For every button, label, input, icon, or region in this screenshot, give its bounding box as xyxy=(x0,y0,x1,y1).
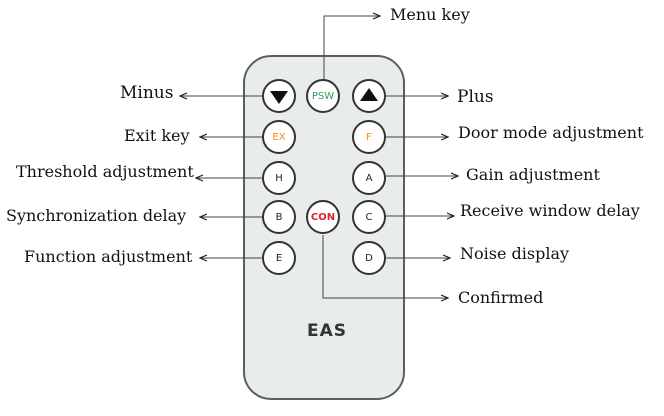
label-gain: Gain adjustment xyxy=(466,165,600,184)
label-noise: Noise display xyxy=(460,244,570,263)
triangle-up-icon xyxy=(360,88,378,101)
label-door-mode: Door mode adjustment xyxy=(458,123,644,142)
h-key[interactable]: H xyxy=(262,161,296,195)
b-key[interactable]: B xyxy=(262,200,296,234)
label-threshold: Threshold adjustment xyxy=(16,162,194,181)
label-confirmed: Confirmed xyxy=(458,288,544,307)
d-key[interactable]: D xyxy=(352,241,386,275)
plus-key[interactable] xyxy=(352,79,386,113)
triangle-down-icon xyxy=(270,91,288,104)
line-menu-key xyxy=(323,16,380,79)
e-key[interactable]: E xyxy=(262,241,296,275)
c-key[interactable]: C xyxy=(352,200,386,234)
minus-key[interactable] xyxy=(262,79,296,113)
psw-key[interactable]: PSW xyxy=(306,79,340,113)
label-minus: Minus xyxy=(120,83,174,103)
a-key[interactable]: A xyxy=(352,161,386,195)
label-function-adj: Function adjustment xyxy=(24,247,193,266)
line-confirmed xyxy=(322,235,448,298)
label-exit-key: Exit key xyxy=(124,126,190,145)
ex-key[interactable]: EX xyxy=(262,120,296,154)
label-menu-key: Menu key xyxy=(390,5,470,24)
label-sync-delay: Synchronization delay xyxy=(6,206,187,225)
label-plus: Plus xyxy=(457,87,494,107)
label-receive-window: Receive window delay xyxy=(460,201,640,220)
f-key[interactable]: F xyxy=(352,120,386,154)
con-key[interactable]: CON xyxy=(306,200,340,234)
brand-logo: EAS xyxy=(306,321,347,341)
